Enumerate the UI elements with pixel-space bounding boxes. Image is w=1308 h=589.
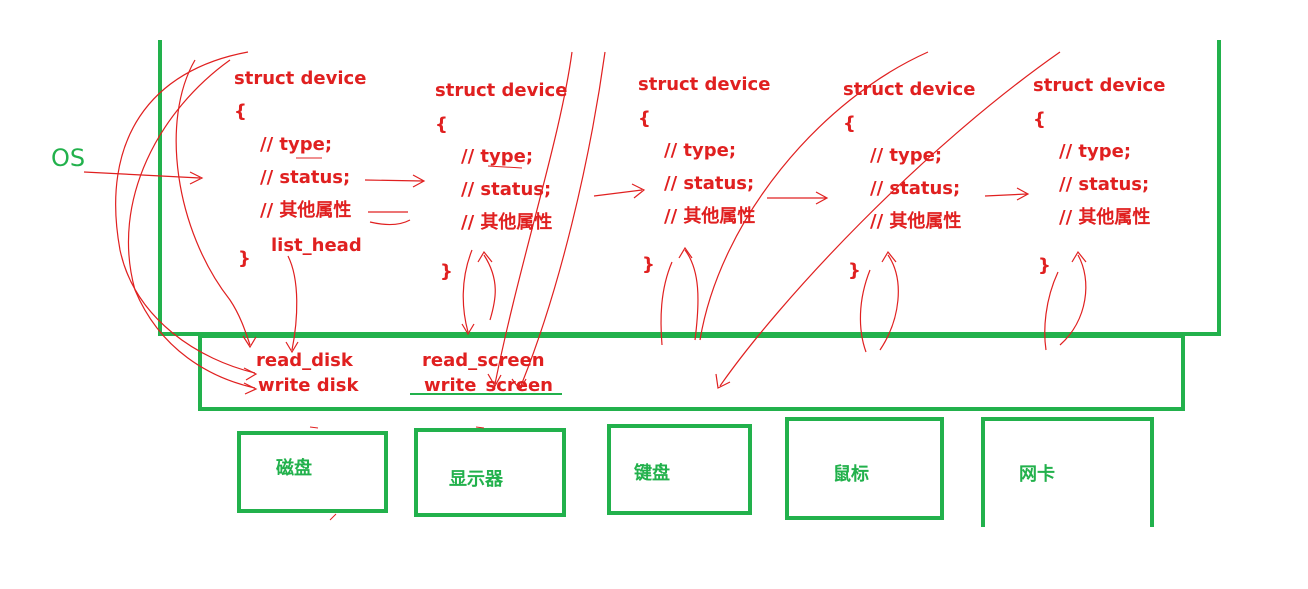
struct-field-other: // 其他属性 [1059, 207, 1151, 228]
struct-open-brace: { [435, 114, 448, 135]
struct-title: struct device [234, 68, 367, 89]
struct-open-brace: { [638, 108, 651, 129]
struct-title: struct device [1033, 75, 1166, 96]
struct-close-brace: } [642, 254, 655, 275]
struct-field-type: // type; [461, 146, 534, 167]
driver-layer-frame [198, 334, 1185, 411]
hardware-label-nic: 网卡 [1019, 464, 1055, 485]
driver-fn-read-screen: read_screen [422, 350, 545, 371]
os-label: OS [51, 144, 86, 172]
struct-title: struct device [435, 80, 568, 101]
struct-field-other: // 其他属性 [664, 206, 756, 227]
struct-open-brace: { [1033, 109, 1046, 130]
struct-field-status: // status; [664, 173, 755, 194]
struct-field-other: // 其他属性 [260, 200, 352, 221]
struct-field-other: // 其他属性 [461, 212, 553, 233]
struct-field-other: // 其他属性 [870, 211, 962, 232]
hardware-label-mouse: 鼠标 [833, 464, 869, 485]
hardware-label-disk: 磁盘 [276, 458, 312, 479]
struct-open-brace: { [843, 113, 856, 134]
struct-field-status: // status; [461, 179, 552, 200]
struct-title: struct device [843, 79, 976, 100]
struct-field-type: // type; [870, 145, 943, 166]
hardware-box-nic [981, 417, 1154, 527]
hardware-label-display: 显示器 [449, 469, 503, 490]
struct-field-type: // type; [664, 140, 737, 161]
struct-field-type: // type; [1059, 141, 1132, 162]
hardware-box-mouse [785, 417, 944, 520]
hardware-box-disk [237, 431, 388, 513]
hardware-box-display [414, 428, 566, 517]
struct-open-brace: { [234, 101, 247, 122]
struct-close-brace: } [848, 260, 861, 281]
struct-close-brace: } [1038, 255, 1051, 276]
driver-fn-read-disk: read_disk [256, 350, 353, 371]
struct-field-status: // status; [260, 167, 351, 188]
struct-title: struct device [638, 74, 771, 95]
struct-field-status: // status; [1059, 174, 1150, 195]
driver-fn-write-disk: write disk [258, 375, 359, 396]
struct-field-type: // type; [260, 134, 333, 155]
struct-close-brace: } [238, 248, 251, 269]
struct-close-brace: } [440, 261, 453, 282]
driver-fn-write-screen: write_screen [424, 375, 553, 396]
hardware-label-keyboard: 键盘 [634, 463, 670, 484]
hardware-box-keyboard [607, 424, 752, 515]
struct-field-status: // status; [870, 178, 961, 199]
struct-field-list-head: list_head [271, 235, 362, 256]
